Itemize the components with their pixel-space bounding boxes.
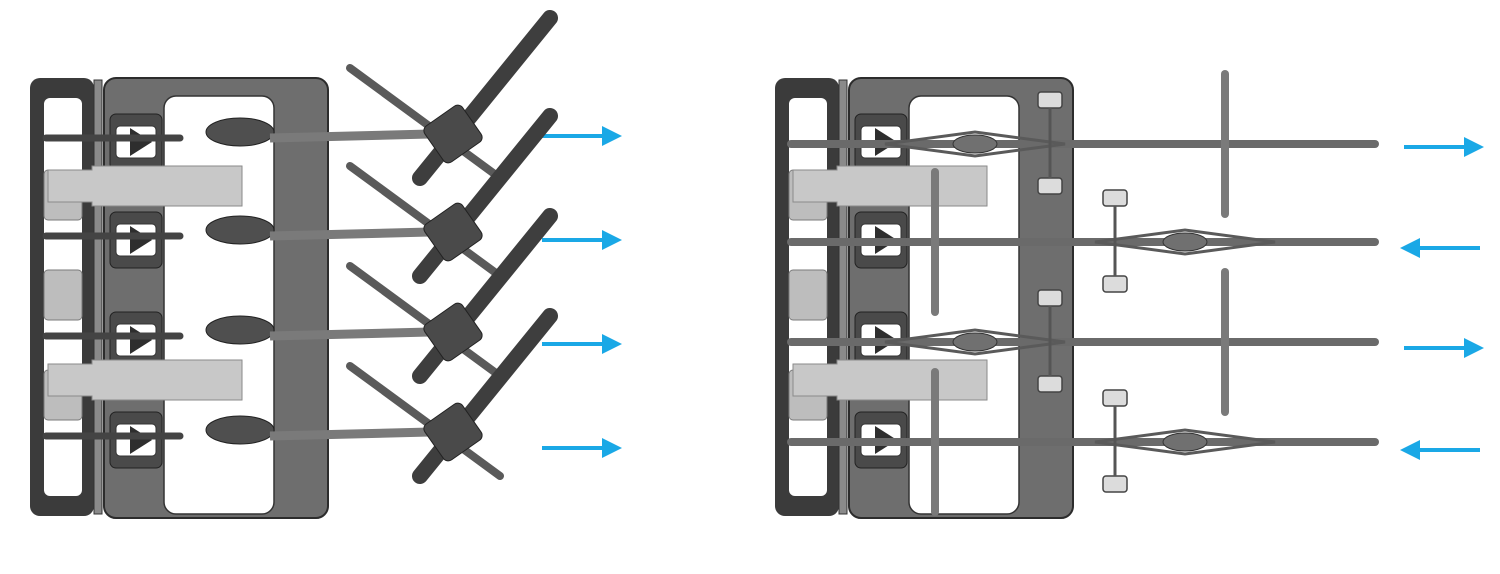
rack-support-bracket [47, 359, 243, 401]
bike-pedal [1037, 91, 1063, 109]
bike-stem [423, 104, 483, 164]
panel-alternating [775, 70, 1484, 519]
bike-saddle [1162, 232, 1208, 252]
rack-support-bracket [792, 165, 988, 207]
bike-handlebar [346, 162, 504, 280]
panel-same-direction [30, 10, 622, 519]
bike-handlebar [346, 64, 504, 182]
rack-rail-crossbar [788, 269, 828, 321]
bike-saddle [1162, 432, 1208, 452]
bike-stem [423, 202, 483, 262]
bike-frame [1094, 228, 1276, 256]
bike-pedal [1037, 289, 1063, 307]
bike-frame [884, 328, 1066, 356]
rack-divider [93, 79, 103, 515]
bike-saddle [205, 117, 275, 147]
rack-support-bracket [792, 359, 988, 401]
bike-saddle [205, 215, 275, 245]
bike-handlebar [346, 262, 504, 380]
bike-saddle [952, 134, 998, 154]
bike-saddle [205, 415, 275, 445]
bike-top-tube [269, 129, 431, 143]
rack-rail-crossbar [43, 269, 83, 321]
bike-saddle [205, 315, 275, 345]
rack-divider [838, 79, 848, 515]
bike-handlebar [346, 362, 504, 480]
bike-pedal [1102, 389, 1128, 407]
bike-saddle [952, 332, 998, 352]
bike-frame [1094, 428, 1276, 456]
bike-frame [884, 130, 1066, 158]
bike-pedal [1102, 475, 1128, 493]
bike-pedal [1037, 375, 1063, 393]
bike-pedal [1102, 275, 1128, 293]
bike-top-tube [269, 227, 431, 241]
bike-pedal [1037, 177, 1063, 195]
rack-plate-cutout [163, 95, 275, 515]
bike-top-tube [269, 427, 431, 441]
rack-support-bracket [47, 165, 243, 207]
bike-pedal [1102, 189, 1128, 207]
bike-stem [423, 402, 483, 462]
rack-plate-cutout [908, 95, 1020, 515]
bike-stem [423, 302, 483, 362]
bike-top-tube [269, 327, 431, 341]
